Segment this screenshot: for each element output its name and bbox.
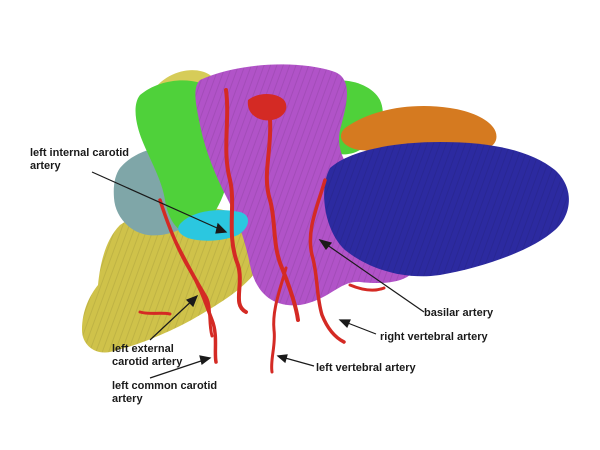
right-vertebral-artery — [308, 178, 346, 344]
label-left-common-carotid: left common carotid artery — [112, 380, 218, 405]
small-branch — [138, 310, 172, 316]
leader-external-carotid — [149, 295, 198, 341]
arrowhead-external-carotid — [185, 294, 199, 308]
arrowhead-internal-carotid — [215, 222, 228, 234]
basilar-artery — [264, 118, 300, 322]
left-external-carotid-artery — [158, 198, 218, 364]
leader-basilar — [319, 239, 425, 313]
left-internal-carotid-artery — [224, 88, 248, 314]
arrowhead-common-carotid — [199, 355, 212, 366]
arrowhead-left-vertebral — [276, 354, 288, 364]
label-left-vertebral: left vertebral artery — [316, 362, 416, 374]
arteries — [138, 88, 386, 374]
leader-lines — [91, 171, 425, 379]
cerebrum-red-patch — [247, 94, 287, 121]
left-common-carotid-artery — [173, 238, 214, 338]
left-vertebral-artery — [270, 266, 288, 374]
label-left-external-carotid: left external carotid artery — [112, 343, 183, 368]
vertebral-branch — [348, 283, 386, 292]
arrowhead-basilar — [318, 238, 333, 251]
leader-internal-carotid — [91, 171, 227, 233]
leader-common-carotid — [149, 357, 211, 379]
label-basilar: basilar artery — [424, 307, 494, 319]
label-left-internal-carotid: left internal carotid artery — [30, 147, 130, 172]
arrowhead-right-vertebral — [338, 319, 351, 329]
orange-structure — [340, 106, 497, 154]
label-right-vertebral: right vertebral artery — [380, 331, 488, 343]
